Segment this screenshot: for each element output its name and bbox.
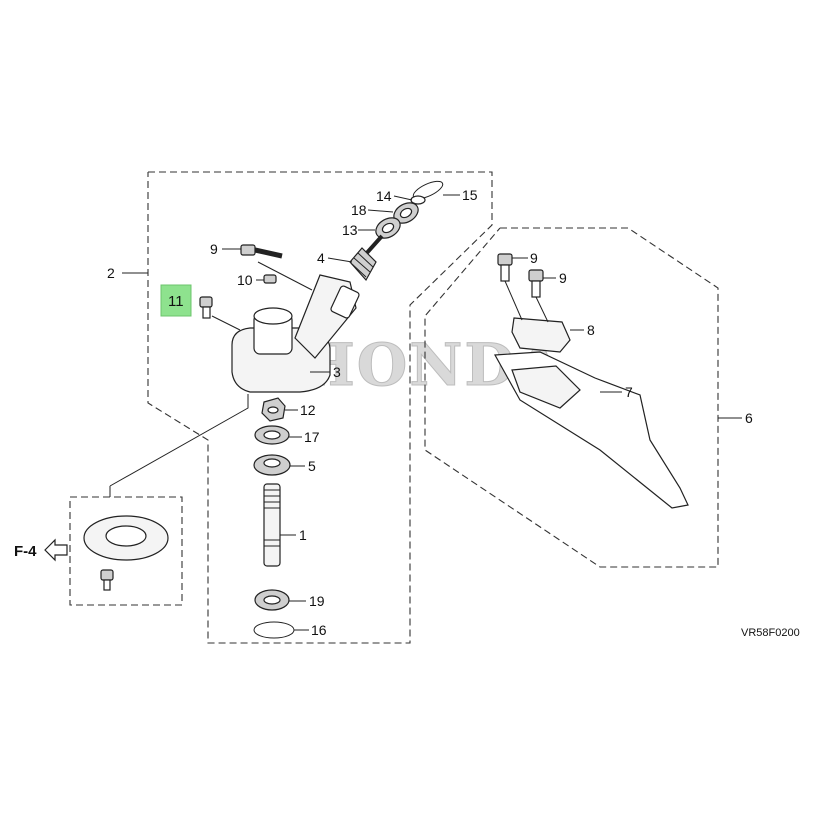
pinion-teeth <box>351 252 374 278</box>
callout-6[interactable]: 6 <box>745 410 753 426</box>
pinion-shaft <box>363 234 384 257</box>
bolt-9-guard-b-shank <box>531 280 541 298</box>
callout-3[interactable]: 3 <box>333 364 341 380</box>
f4-reference-box <box>69 496 183 606</box>
leader-guard-bolts <box>504 280 523 321</box>
reference-arrow-icon <box>44 538 68 562</box>
bolt-11 <box>199 296 213 308</box>
cover-bolt-shank <box>103 579 111 591</box>
gear-case-top <box>253 307 293 325</box>
callout-4[interactable]: 4 <box>317 250 325 266</box>
cross-reference-label[interactable]: F-4 <box>14 543 37 560</box>
pin-10 <box>263 274 277 284</box>
callout-11[interactable]: 11 <box>168 293 184 310</box>
leader-11-guide <box>257 261 313 291</box>
callout-15[interactable]: 15 <box>462 187 478 203</box>
leader-f4-link <box>109 394 249 487</box>
callout-12[interactable]: 12 <box>300 402 316 418</box>
circlip-16 <box>253 621 295 639</box>
leader-18 <box>367 209 394 213</box>
callout-18[interactable]: 18 <box>351 202 367 218</box>
callout-17[interactable]: 17 <box>304 429 320 445</box>
bearing-17-inner <box>263 430 281 440</box>
bolt-9-guard-a <box>497 253 513 266</box>
bolt-9-left <box>240 244 256 256</box>
bearing-18-inner <box>399 207 413 219</box>
callout-8[interactable]: 8 <box>587 322 595 338</box>
guard-assembly-outline <box>424 227 719 568</box>
leader-11 <box>211 315 241 331</box>
leader-4 <box>327 257 353 263</box>
gear-5-hub <box>263 458 281 468</box>
leader-14 <box>393 195 413 201</box>
callout-16[interactable]: 16 <box>311 622 327 638</box>
gear-case-assembly-outline <box>147 171 493 644</box>
leader-guard-bolts-b <box>535 296 549 323</box>
shaft-splines <box>264 489 280 547</box>
nut-12-hole <box>267 406 279 414</box>
bearing-19-inner <box>263 595 281 605</box>
bolt-9-left-thread <box>254 247 283 259</box>
cover-plate-center <box>105 525 147 547</box>
figure-code: VR58F0200 <box>741 627 800 639</box>
guard-bracket-8 <box>511 317 571 353</box>
housing-clamp <box>330 285 360 319</box>
callout-1[interactable]: 1 <box>299 527 307 543</box>
callout-9-left[interactable]: 9 <box>210 241 218 257</box>
guard-mount <box>511 365 581 409</box>
callout-13[interactable]: 13 <box>342 222 358 238</box>
bolt-9-guard-b <box>528 269 544 282</box>
callout-9-guard-b[interactable]: 9 <box>559 270 567 286</box>
callout-2[interactable]: 2 <box>107 265 115 281</box>
callout-14[interactable]: 14 <box>376 188 392 204</box>
callout-7[interactable]: 7 <box>625 384 633 400</box>
highlight-box-11 <box>160 284 192 317</box>
callout-19[interactable]: 19 <box>309 593 325 609</box>
bolt-11-shank <box>202 306 211 319</box>
bolt-9-guard-a-shank <box>500 264 510 282</box>
pinion-gear-4 <box>349 247 377 282</box>
callout-9-guard-a[interactable]: 9 <box>530 250 538 266</box>
bearing-13-inner <box>381 222 395 234</box>
cover-bolt <box>100 569 114 581</box>
callout-10[interactable]: 10 <box>237 272 253 288</box>
callout-5[interactable]: 5 <box>308 458 316 474</box>
